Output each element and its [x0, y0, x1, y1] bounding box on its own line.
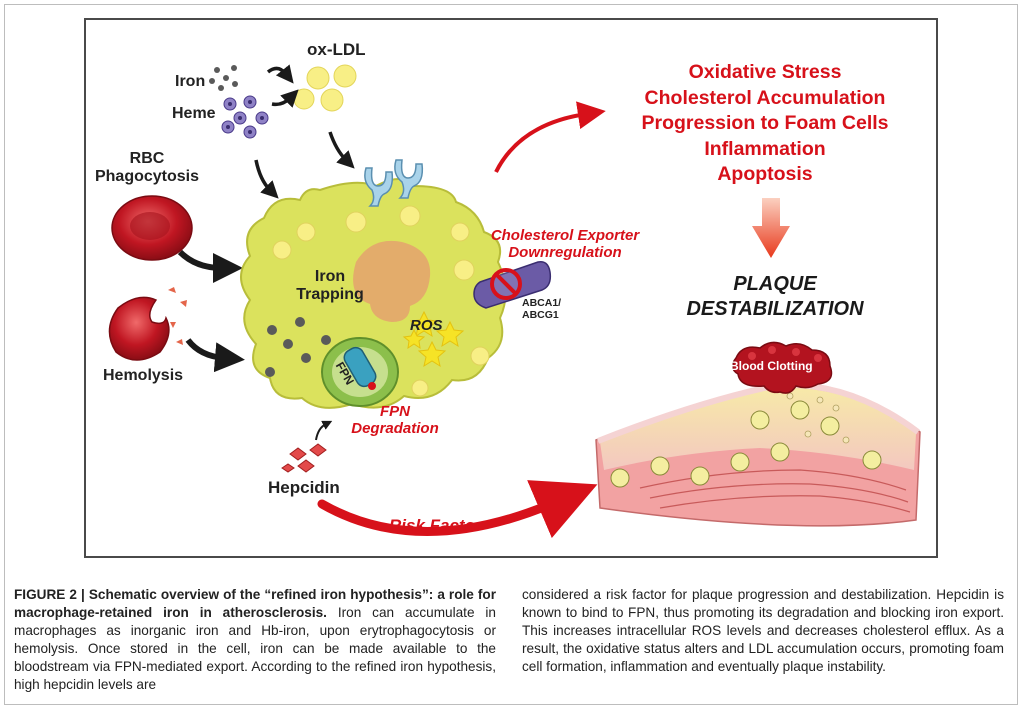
plaque-line2: DESTABILIZATION: [686, 298, 864, 320]
plaque-destabilization-label: PLAQUE DESTABILIZATION: [664, 272, 886, 322]
heme-particles: [221, 95, 269, 139]
hemolyzed-rbc: [108, 296, 170, 361]
cholesterol-exporter-label: Cholesterol Exporter Downregulation: [478, 227, 652, 262]
lipid-droplets: [272, 205, 497, 397]
blood-clotting-label: Blood Clotting: [730, 359, 813, 373]
abca1-label: ABCA1/ ABCG1: [522, 297, 562, 322]
iron-trapping-line2: Trapping: [296, 285, 364, 303]
fpn-degradation-line1: FPN: [380, 403, 410, 420]
figure-caption-left: FIGURE 2 | Schematic overview of the “re…: [14, 586, 496, 695]
rbc-phagocytosis-line1: RBC: [129, 150, 165, 167]
rbc-phagocytosis-line2: Phagocytosis: [94, 167, 200, 185]
heme-label: Heme: [172, 105, 216, 122]
hepcidin-peptides: [281, 443, 327, 473]
outcome-arrow: [494, 101, 606, 173]
iron-trapping-line1: Iron: [314, 268, 346, 285]
caption-title: FIGURE 2 | Schematic overview of the “re…: [14, 587, 496, 621]
page-frame: [4, 4, 1018, 705]
ox-ldl-label: ox-LDL: [307, 40, 366, 59]
ros-stars: [402, 310, 465, 368]
risk-factor-label: Risk Factor: [389, 516, 482, 535]
iron-granules: [265, 317, 331, 377]
fpn-degradation-line2: Degradation: [351, 419, 439, 437]
ldl-receptor: [364, 159, 424, 207]
abca1-line1: ABCA1/: [522, 297, 562, 309]
fpn-degradation-mark: [368, 382, 376, 390]
no-entry-icon: [490, 268, 522, 300]
caption-left-body: Iron can accumulate in macrophages as in…: [14, 605, 496, 693]
risk-factor-arrow: [317, 480, 598, 539]
abca1-channel: [473, 260, 552, 309]
progression-arrow: [752, 198, 790, 258]
cholesterol-exporter-line2: Downregulation: [508, 243, 622, 261]
cholesterol-exporter-line1: Cholesterol Exporter: [490, 227, 640, 244]
rbc-cell-center: [130, 212, 170, 240]
hepcidin-label: Hepcidin: [268, 478, 340, 497]
caption-right-body: considered a risk factor for plaque prog…: [522, 587, 1004, 675]
uptake-arrows: [177, 64, 355, 441]
fpn-degradation-label: FPN Degradation: [340, 403, 450, 438]
plaque-line1: PLAQUE: [733, 273, 817, 295]
blood-clot: [731, 341, 833, 394]
rbc-phagocytosis-label: RBC Phagocytosis: [91, 150, 203, 186]
iron-label: Iron: [175, 73, 206, 90]
outcome-inflammation: Inflammation: [704, 137, 826, 160]
ros-label: ROS: [410, 317, 443, 334]
vessel-plaque-illustration: [595, 381, 921, 527]
outcome-foam-cells: Progression to Foam Cells: [641, 112, 889, 134]
ox-ldl-particles: [293, 64, 357, 112]
clot-cells: [748, 346, 822, 362]
hemolysis-label: Hemolysis: [103, 367, 184, 384]
outcome-oxidative-stress: Oxidative Stress: [688, 61, 842, 83]
nucleus: [353, 240, 431, 322]
outcome-cholesterol-accumulation: Cholesterol Accumulation: [644, 86, 886, 109]
iron-trapping-label: Iron Trapping: [292, 268, 368, 304]
rbc-fragments: [168, 287, 187, 345]
abca1-line2: ABCG1: [522, 308, 559, 321]
outcome-list: Oxidative Stress Cholesterol Accumulatio…: [604, 60, 926, 188]
iron-particles: [209, 65, 238, 91]
outcome-apoptosis: Apoptosis: [717, 163, 813, 185]
figure-caption-right: considered a risk factor for plaque prog…: [522, 586, 1004, 676]
